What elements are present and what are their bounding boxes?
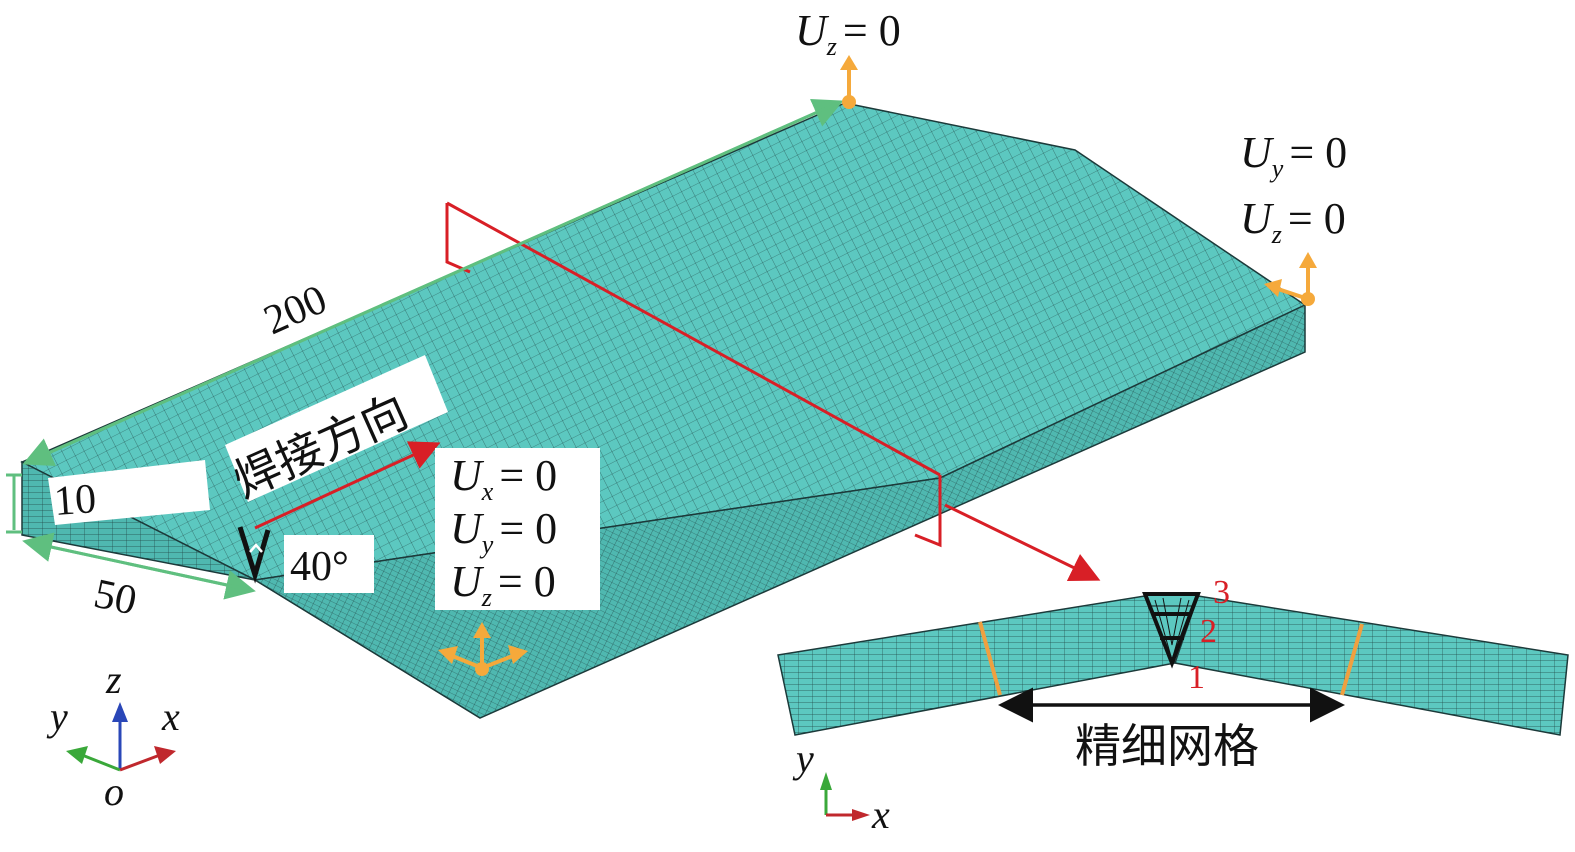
dim-10-box: 10 — [48, 460, 210, 525]
axis-3d-z-label: z — [105, 657, 122, 702]
fine-mesh-boundary-right — [1340, 623, 1364, 696]
section-arrow — [944, 503, 1101, 581]
svg-text:Uz= 0: Uz= 0 — [450, 557, 556, 612]
axis-2d-x-label: x — [871, 792, 890, 837]
svg-text:Uz= 0: Uz= 0 — [1240, 194, 1346, 249]
constraint-front — [438, 622, 528, 676]
axis-2d: y x — [792, 736, 890, 837]
svg-text:Uy= 0: Uy= 0 — [1240, 128, 1347, 183]
plate-3d — [20, 102, 1307, 719]
layer-3-label: 3 — [1213, 574, 1230, 611]
angle-box — [284, 535, 374, 593]
constraint-right-label: Uy= 0 Uz= 0 — [1240, 128, 1347, 249]
angle-label: 40° — [290, 544, 349, 590]
constraint-right — [1264, 252, 1317, 306]
constraint-front-label: Ux= 0 Uy= 0 Uz= 0 — [435, 448, 600, 612]
svg-text:Uz= 0: Uz= 0 — [795, 6, 901, 61]
constraint-top — [840, 55, 858, 109]
cross-section-2d: 3 2 1 精细网格 — [777, 574, 1569, 773]
axis-2d-y-label: y — [792, 736, 814, 781]
layer-1-label: 1 — [1188, 659, 1205, 696]
constraint-top-label: Uz= 0 — [795, 6, 901, 61]
axis-3d-x-label: x — [161, 694, 180, 739]
fine-mesh-label: 精细网格 — [1075, 719, 1259, 773]
axis-3d-origin-label: o — [104, 769, 124, 814]
axis-3d-y-label: y — [46, 694, 68, 739]
dim-10-label: 10 — [52, 476, 97, 525]
fine-mesh-boundary-left — [978, 621, 1002, 696]
svg-text:Ux= 0: Ux= 0 — [450, 451, 557, 506]
layer-2-label: 2 — [1200, 613, 1217, 650]
dim-50-label: 50 — [90, 571, 141, 625]
weld-bead — [1142, 592, 1201, 669]
axis-triad-3d: z y x o — [46, 657, 180, 814]
svg-text:Uy= 0: Uy= 0 — [450, 504, 557, 559]
dimension-lines — [6, 99, 844, 600]
weld-direction-arrow — [254, 441, 441, 530]
